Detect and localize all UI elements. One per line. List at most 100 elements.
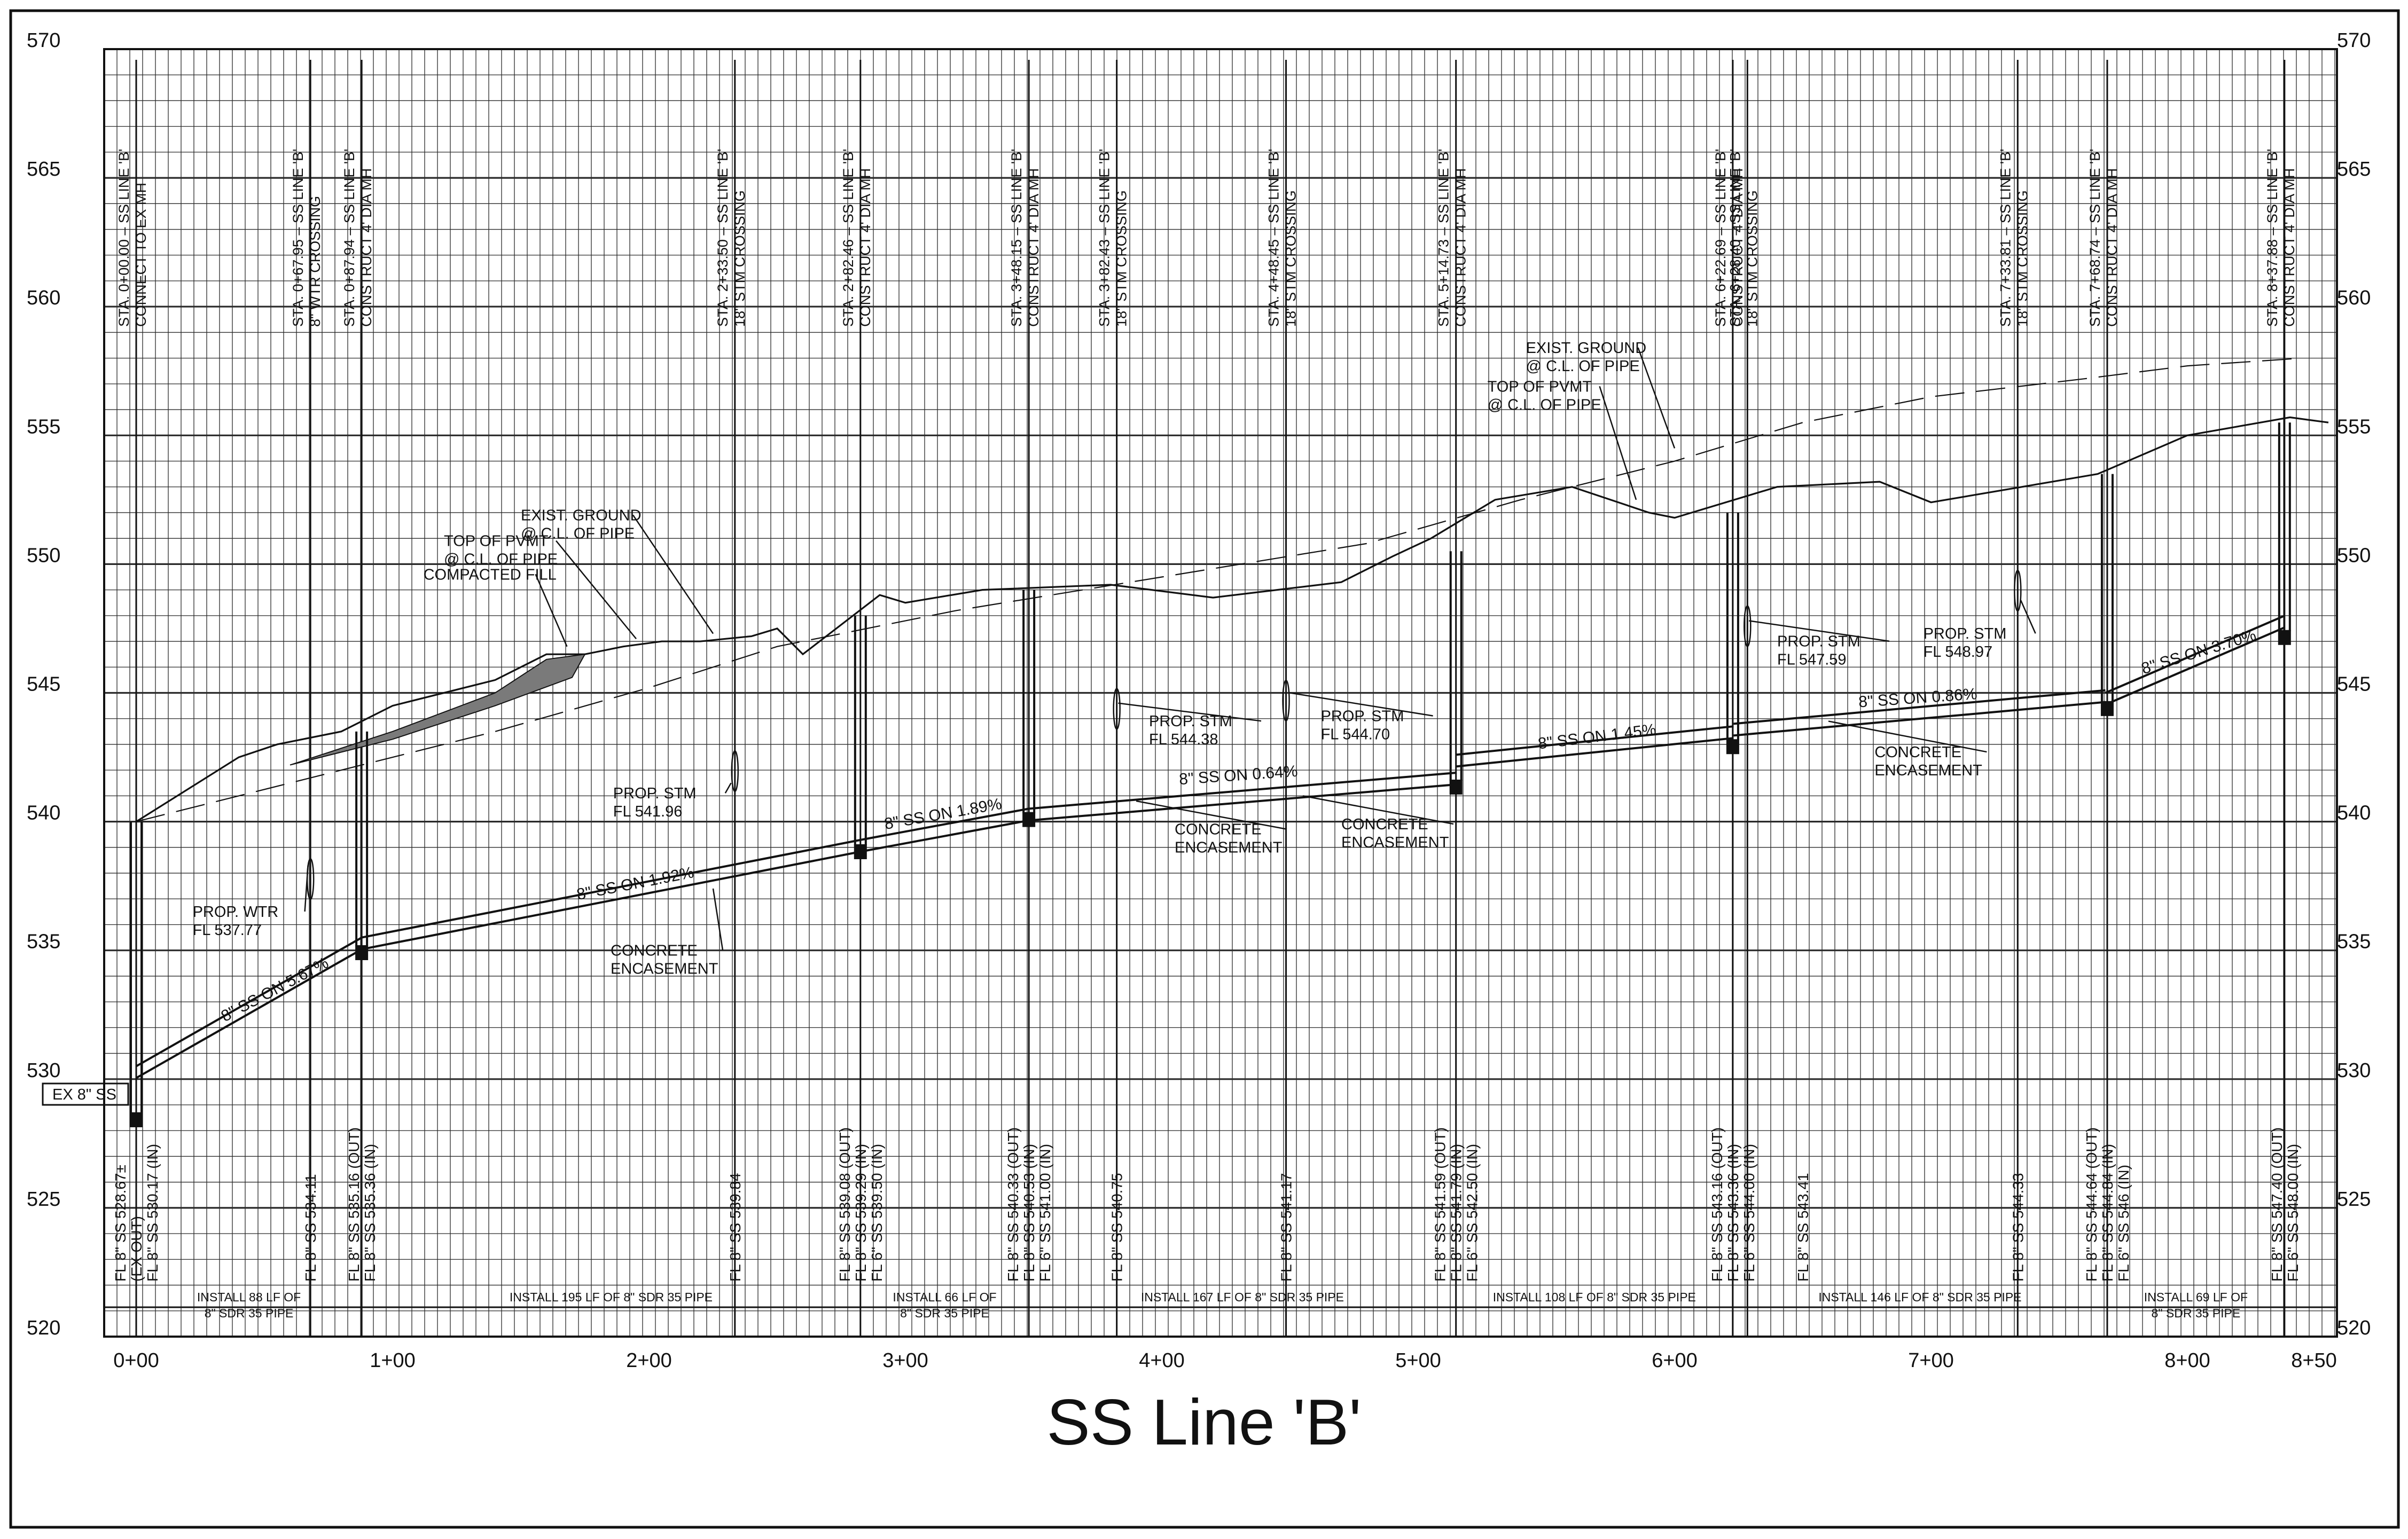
manhole-base (2278, 630, 2291, 645)
manhole-base (854, 844, 867, 859)
pipe-top (862, 807, 1029, 841)
station-label-line2: 18" STM CROSSING (1744, 190, 1760, 327)
pipe-top (136, 936, 363, 1067)
y-tick-label-left: 570 (27, 29, 60, 52)
invert-label: FL 8" SS 543.16 (OUT) (1709, 1127, 1725, 1282)
station-label-line1: STA. 6+28.40 – SS LINE 'B' (1727, 149, 1743, 327)
station-label-line2: CONSTRUCT 4' DIA MH (2281, 168, 2297, 327)
callout-text: CONCRETE (1175, 821, 1262, 838)
y-tick-label-left: 525 (27, 1188, 60, 1211)
y-tick-label-left: 550 (27, 544, 60, 567)
station-label: STA. 5+14.73 – SS LINE 'B'CONSTRUCT 4' D… (1436, 149, 1469, 327)
y-tick-label-right: 550 (2337, 544, 2371, 567)
crossing-pipe (731, 750, 739, 792)
callout-text: EXIST. GROUND (1526, 340, 1647, 357)
invert-table: FL 8" SS 528.67±(EX OUT)FL 8" SS 530.17 … (104, 1127, 2337, 1320)
callout-text: ENCASEMENT (1175, 839, 1283, 857)
pipe-top (1733, 689, 2106, 725)
callout-text: @ C.L. OF PIPE (1526, 358, 1640, 375)
invert-label: FL 6" SS 541.00 (IN) (1037, 1144, 1053, 1282)
station-label-line2: CONSTRUCT 4' DIA MH (358, 168, 374, 327)
invert-label: FL 8" SS 541.59 (OUT) (1432, 1127, 1449, 1282)
install-note: 8" SDR 35 PIPE (2152, 1306, 2241, 1320)
station-label-line2: CONSTRUCT 4' DIA MH (857, 168, 873, 327)
install-note: 8" SDR 35 PIPE (205, 1306, 294, 1320)
invert-label: FL 8" SS 535.36 (IN) (362, 1144, 378, 1282)
y-tick-label-right: 570 (2337, 29, 2371, 52)
callout-leader (712, 888, 724, 951)
pipe-top (2105, 615, 2286, 694)
invert-label: FL 8" SS 530.17 (IN) (144, 1144, 161, 1282)
manhole-base (1449, 779, 1463, 795)
station-label: STA. 0+00.00 – SS LINE 'B'CONNECT TO EX … (116, 149, 149, 327)
y-tick-label-left: 565 (27, 158, 60, 180)
existing-ground-line (136, 357, 2303, 822)
station-label-line2: CONSTRUCT 4' DIA MH (1026, 168, 1042, 327)
station-label: STA. 0+87.94 – SS LINE 'B'CONSTRUCT 4' D… (341, 149, 374, 327)
y-tick-label-right: 530 (2337, 1059, 2371, 1082)
y-tick-label-right: 540 (2337, 802, 2371, 825)
callout-text: ENCASEMENT (1341, 834, 1449, 851)
manhole-base (1022, 812, 1036, 827)
callout-leader (2020, 600, 2036, 634)
x-tick-label: 6+00 (1652, 1349, 1698, 1372)
station-label: STA. 2+33.50 – SS LINE 'B'18" STM CROSSI… (715, 149, 748, 327)
station-label: STA. 0+67.95 – SS LINE 'B'8" WTR CROSSIN… (290, 149, 323, 327)
install-note: INSTALL 69 LF OF (2144, 1290, 2248, 1304)
station-callouts: STA. 0+00.00 – SS LINE 'B'CONNECT TO EX … (116, 60, 2297, 1337)
manhole-base (2100, 701, 2114, 716)
y-tick-label-left: 555 (27, 415, 60, 438)
callout-text: @ C.L. OF PIPE (521, 525, 635, 542)
invert-label: FL 8" SS 543.36 (IN) (1725, 1144, 1741, 1282)
invert-label: FL 8" SS 544.33 (2010, 1173, 2026, 1282)
station-label: STA. 2+82.46 – SS LINE 'B'CONSTRUCT 4' D… (840, 149, 873, 327)
station-label: STA. 8+37.88 – SS LINE 'B'CONSTRUCT 4' D… (2264, 149, 2297, 327)
callout-leader (632, 514, 714, 634)
callout-text: CONCRETE (1341, 816, 1428, 833)
callout-leader (535, 574, 568, 647)
x-tick-label: 8+00 (2164, 1349, 2210, 1372)
invert-label: FL 8" SS 528.67± (112, 1165, 129, 1282)
install-note: INSTALL 66 LF OF (893, 1290, 996, 1304)
callout-leader (556, 540, 637, 640)
invert-label: FL 8" SS 541.17 (1278, 1173, 1295, 1282)
callout-text: FL 547.59 (1777, 651, 1847, 669)
y-tick-label-left: 540 (27, 802, 60, 825)
invert-label: FL 6" SS 546 (IN) (2115, 1165, 2132, 1282)
invert-label: FL 8" SS 544.64 (OUT) (2083, 1127, 2100, 1282)
invert-label: FL 6" SS 548.00 (IN) (2285, 1144, 2301, 1282)
invert-label: FL 6" SS 539.50 (IN) (869, 1144, 885, 1282)
callout-leader (1136, 800, 1287, 830)
station-label-line1: STA. 5+14.73 – SS LINE 'B' (1436, 149, 1452, 327)
callout-text: FL 544.70 (1321, 726, 1390, 743)
y-tick-label-right: 520 (2337, 1317, 2371, 1339)
x-tick-label: 0+00 (113, 1349, 159, 1372)
manhole-base (355, 945, 369, 960)
station-label-line1: STA. 2+82.46 – SS LINE 'B' (840, 149, 856, 327)
station-label-line2: 18" STM CROSSING (1114, 190, 1130, 327)
y-tick-label-left: 530 (27, 1059, 60, 1082)
callout-text: TOP OF PVMT (444, 533, 549, 550)
x-tick-label: 1+00 (370, 1349, 416, 1372)
pipe-top (362, 838, 862, 939)
invert-label: FL 8" SS 541.79 (IN) (1448, 1144, 1465, 1282)
callout-leader (724, 782, 732, 794)
crossing-pipe (2014, 569, 2022, 612)
invert-label: FL 6" SS 544.00 (IN) (1741, 1144, 1757, 1282)
callout-leader (304, 865, 309, 912)
install-note: 8" SDR 35 PIPE (900, 1306, 989, 1320)
y-tick-label-right: 565 (2337, 158, 2371, 180)
slope-label: 8" SS ON 3.70% (2139, 626, 2258, 678)
pipe-bottom (862, 819, 1029, 853)
slope-label: 8" SS ON 5.67% (218, 954, 332, 1026)
invert-label: FL 8" SS 534.11 (302, 1174, 319, 1282)
y-tick-label-left: 520 (27, 1317, 60, 1339)
invert-label: FL 8" SS 547.40 (OUT) (2269, 1127, 2285, 1282)
invert-label: FL 8" SS 540.53 (IN) (1021, 1144, 1037, 1282)
pipe-top (1456, 725, 1734, 756)
station-label-line1: STA. 8+37.88 – SS LINE 'B' (2264, 149, 2280, 327)
invert-label: FL 8" SS 539.08 (OUT) (836, 1127, 853, 1282)
x-tick-label: 7+00 (1908, 1349, 1954, 1372)
station-label-line1: STA. 0+87.94 – SS LINE 'B' (341, 149, 357, 327)
